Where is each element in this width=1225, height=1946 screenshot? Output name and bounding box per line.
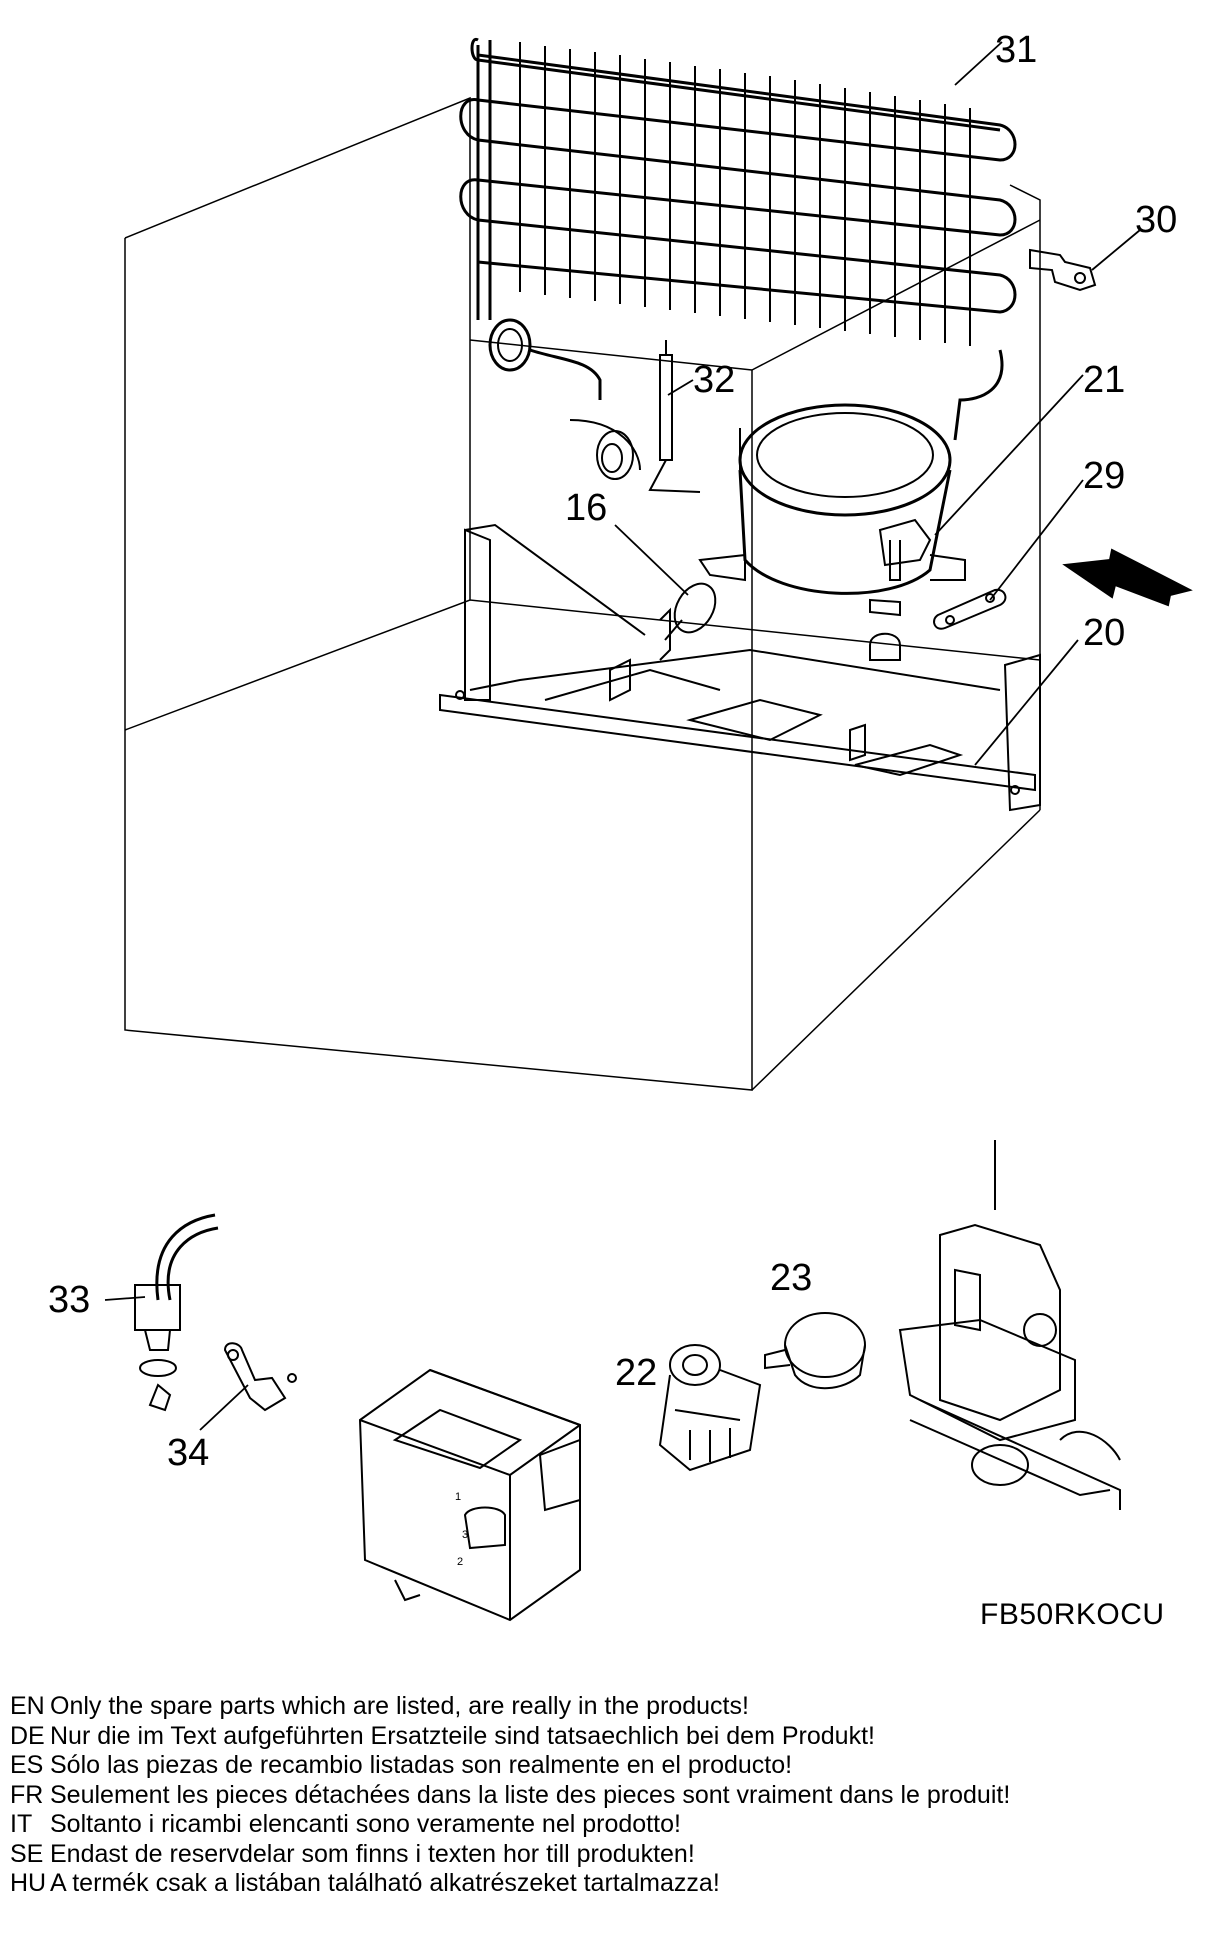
mounting-bracket-plate: [898, 1140, 1121, 1510]
callout-33: 33: [48, 1279, 90, 1321]
note-text: Only the spare parts which are listed, a…: [50, 1692, 749, 1720]
note-lang-code: ES: [10, 1751, 44, 1779]
note-lang-code: HU: [10, 1869, 47, 1897]
callout-23: 23: [770, 1257, 812, 1299]
svg-text:3: 3: [462, 1529, 468, 1541]
earth-clip: [223, 1342, 297, 1412]
note-text: Sólo las piezas de recambio listadas son…: [50, 1751, 793, 1779]
note-lang-code: IT: [10, 1810, 33, 1838]
callout-21: 21: [1083, 359, 1125, 401]
note-text: Seulement les pieces détachées dans la l…: [50, 1780, 1011, 1809]
note-lang-code: SE: [10, 1839, 44, 1868]
part-callouts: 31 30 32 21 29 16 20 33 23 22 34: [48, 29, 1177, 1474]
thermal-protector: [664, 582, 717, 641]
overload-protector: [764, 1312, 866, 1390]
note-line: IT Soltanto i ricambi elencanti sono vera…: [10, 1810, 1215, 1840]
svg-text:1: 1: [455, 1491, 461, 1503]
thermostat-housing: [358, 1368, 581, 1622]
start-relay-cable: [134, 1213, 219, 1412]
note-text: Nur die im Text aufgeführten Ersatzteile…: [50, 1721, 875, 1750]
rubber-grommet: [933, 588, 1007, 630]
base-frame: [439, 523, 1041, 812]
leader-lines: [104, 41, 1141, 1431]
note-lang-code: DE: [10, 1721, 45, 1750]
callout-29: 29: [1083, 455, 1125, 497]
callout-32: 32: [693, 359, 735, 401]
callout-16: 16: [565, 487, 607, 529]
callout-30: 30: [1135, 199, 1177, 241]
callout-34: 34: [167, 1432, 209, 1474]
note-lang-code: EN: [10, 1692, 45, 1720]
cabinet-outline: [124, 96, 1041, 1091]
note-text: Soltanto i ricambi elencanti sono verame…: [50, 1810, 681, 1838]
direction-arrow-icon: [1062, 548, 1193, 607]
thermostat-dial-numbers: 1 3 2: [455, 1491, 468, 1568]
note-lang-code: FR: [10, 1780, 44, 1809]
svg-text:2: 2: [457, 1556, 463, 1568]
callout-31: 31: [995, 29, 1037, 71]
ptc-relay: [658, 1344, 762, 1472]
model-code: FB50RKOCU: [980, 1598, 1165, 1631]
callout-22: 22: [615, 1352, 657, 1394]
callout-20: 20: [1083, 612, 1125, 654]
drier-filter: [569, 340, 701, 493]
note-text: A termék csak a listában található alkat…: [50, 1869, 720, 1897]
note-text: Endast de reservdelar som finns i texten…: [50, 1839, 695, 1868]
condenser-coil: [459, 37, 1017, 441]
compressor: [698, 403, 966, 617]
bracket-part: [1029, 248, 1097, 292]
